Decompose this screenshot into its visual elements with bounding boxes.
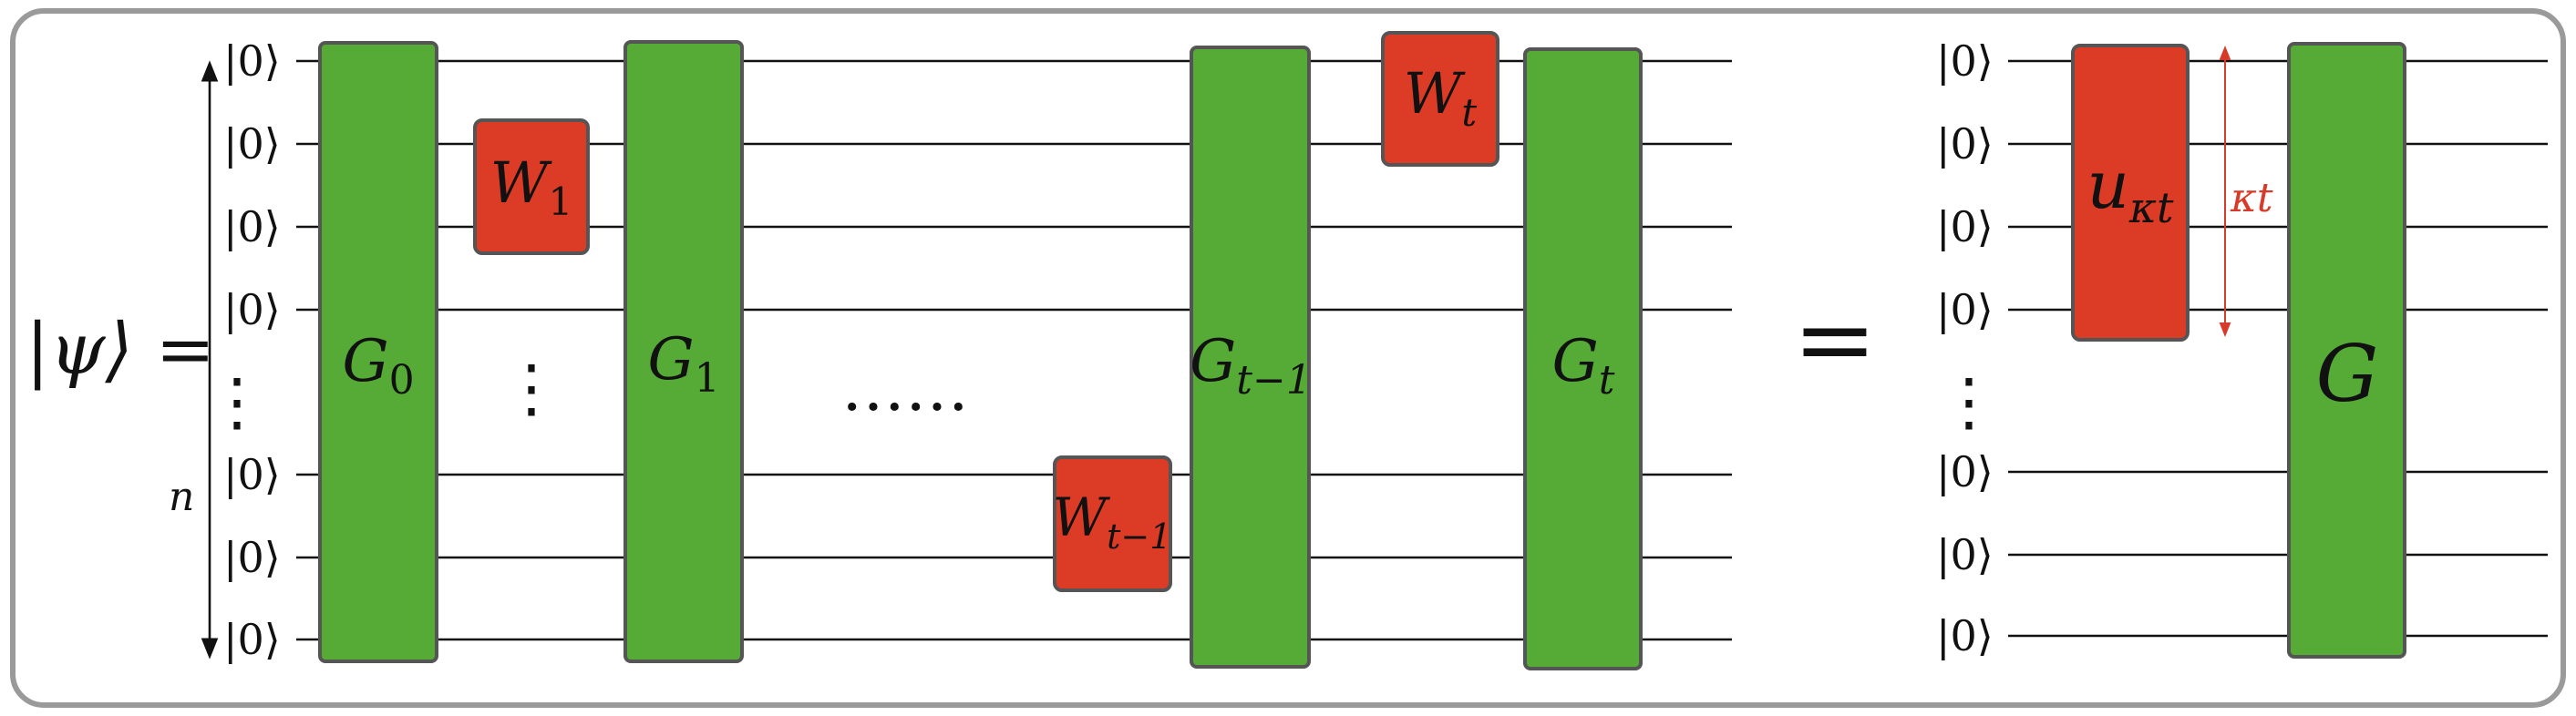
- gate-G: [2287, 42, 2406, 659]
- hdots: ……: [841, 351, 969, 425]
- gate-label-W1: W1: [490, 149, 572, 224]
- gate-Wt: [1381, 31, 1499, 167]
- wire-label: |0⟩: [223, 36, 281, 86]
- wire-label: |0⟩: [1936, 202, 1994, 251]
- gate-label-Wt: Wt: [1404, 60, 1478, 135]
- green-gate-labels: G0 G1 Gt−1 Gt: [342, 326, 1614, 404]
- right-wire-labels: |0⟩ |0⟩ |0⟩ |0⟩ |0⟩ |0⟩ |0⟩: [1936, 36, 1994, 660]
- gate-label-G: G: [2316, 329, 2379, 420]
- wire-label: |0⟩: [1936, 447, 1994, 496]
- gate-Wt-1: [1053, 455, 1172, 592]
- n-label: n: [169, 474, 194, 520]
- gate-Gt-1: [1190, 46, 1311, 669]
- gate-label-u-kappa-t: uκt: [2087, 147, 2174, 232]
- gate-G0: [318, 41, 438, 663]
- wire-label: |0⟩: [1936, 611, 1994, 660]
- right-vdots: ⋮: [1937, 364, 2001, 439]
- gate-u-kappa-t: [2071, 44, 2190, 342]
- wire-label: |0⟩: [1936, 530, 1994, 579]
- wire-label: |0⟩: [1936, 285, 1994, 334]
- gate-label-G0: G0: [342, 328, 414, 404]
- wire-label: |0⟩: [223, 450, 281, 499]
- red-gates: [473, 31, 1499, 592]
- gate-label-G1: G1: [647, 326, 719, 402]
- gate-label-Gt-1: Gt−1: [1190, 328, 1312, 404]
- left-wire-labels: |0⟩ |0⟩ |0⟩ |0⟩ |0⟩ |0⟩ |0⟩: [223, 36, 281, 664]
- state-label: |ψ⟩ =: [26, 309, 215, 391]
- w1-vdots: ⋮: [500, 351, 563, 425]
- gate-label-Wt-1: Wt−1: [1053, 486, 1172, 557]
- green-gates: [318, 40, 1643, 670]
- gate-Gt: [1523, 47, 1643, 670]
- wire-label: |0⟩: [1936, 36, 1994, 86]
- wire-label: |0⟩: [223, 615, 281, 664]
- red-gate-labels: W1 Wt−1 Wt: [490, 60, 1478, 557]
- wire-label: |0⟩: [223, 119, 281, 169]
- kappa-t-span-label: κt: [2230, 175, 2273, 221]
- gate-label-Gt: Gt: [1552, 328, 1615, 404]
- equals-sign: =: [1793, 281, 1877, 397]
- wire-label: |0⟩: [1936, 119, 1994, 169]
- wire-label: |0⟩: [223, 285, 281, 334]
- left-vdots: ⋮: [205, 364, 269, 439]
- wire-label: |0⟩: [223, 202, 281, 251]
- gate-W1: [473, 118, 590, 255]
- gate-G1: [623, 40, 744, 663]
- wire-label: |0⟩: [223, 533, 281, 582]
